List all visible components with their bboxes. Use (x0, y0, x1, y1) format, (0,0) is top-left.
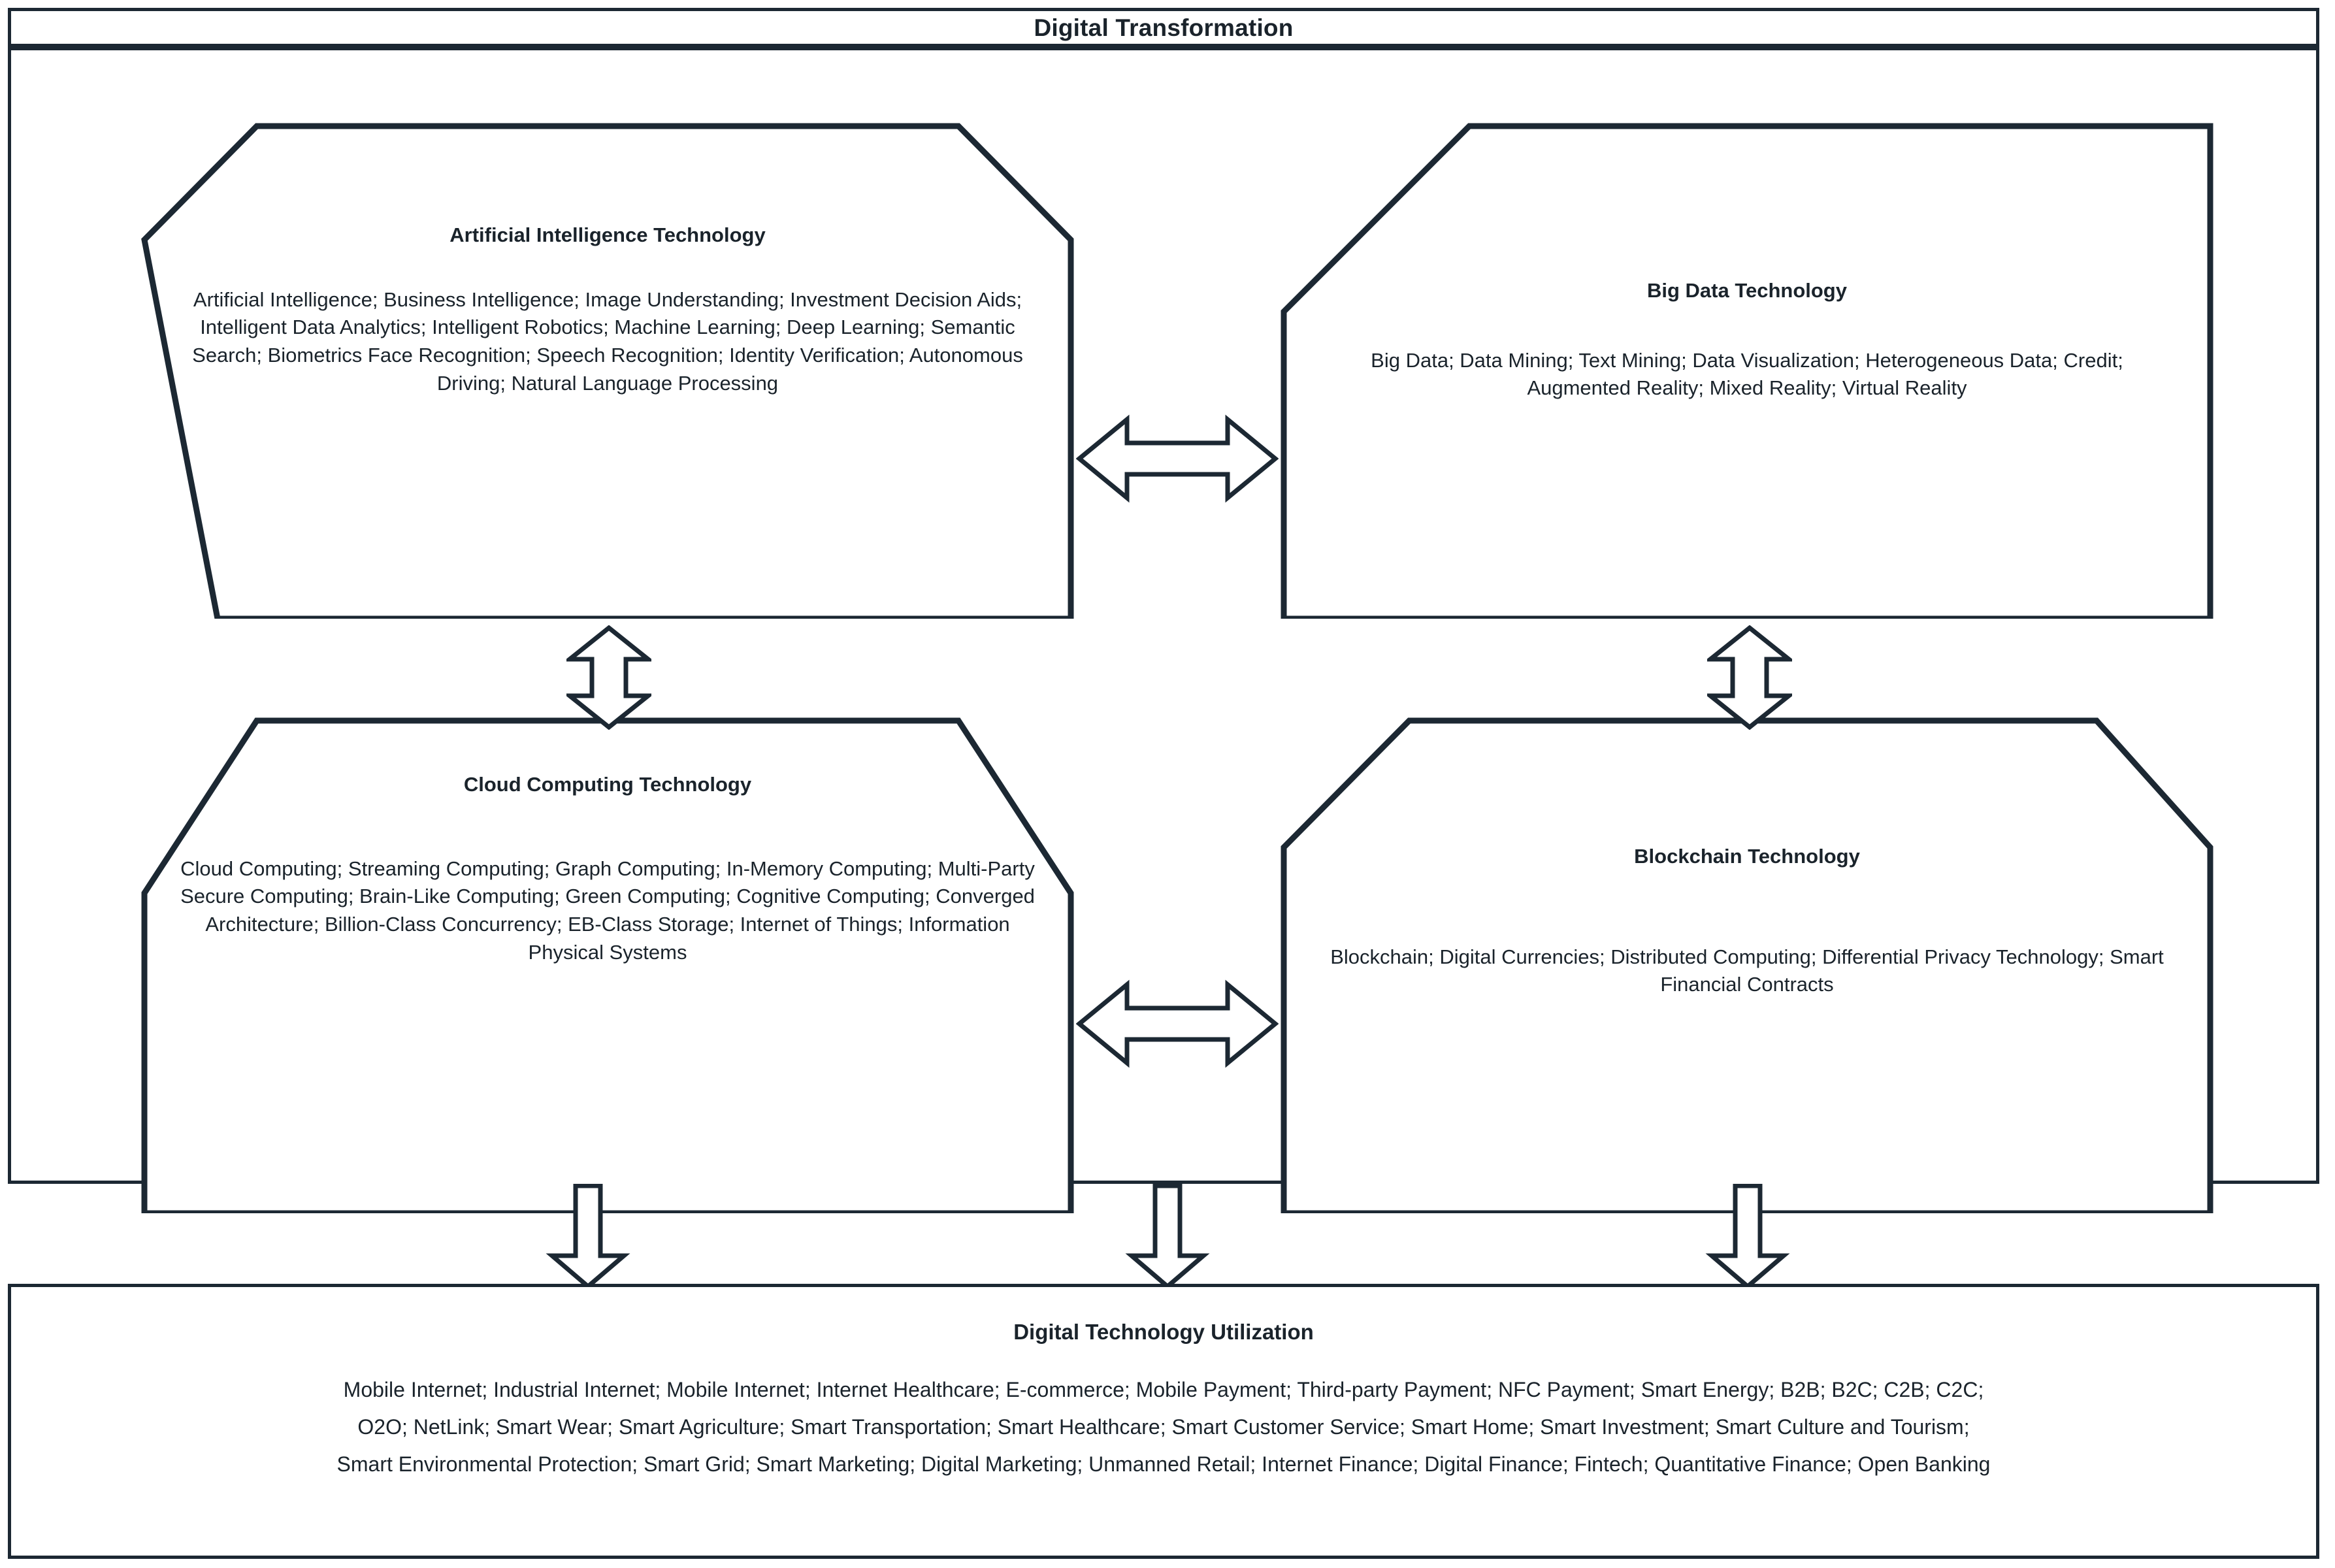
connector-down-right (1705, 1184, 1790, 1288)
arrow-down-icon (1125, 1184, 1210, 1288)
double-arrow-vertical-icon (1707, 625, 1792, 730)
diagram-title-bar: Digital Transformation (8, 8, 2319, 47)
bottom-line-2: O2O; NetLink; Smart Wear; Smart Agricult… (357, 1414, 1970, 1439)
connector-ai-cloud (566, 625, 651, 730)
node-big-data-technology[interactable]: Big Data Technology Big Data; Data Minin… (1280, 122, 2214, 619)
node-body-bigdata: Big Data; Data Mining; Text Mining; Data… (1371, 348, 2123, 400)
pentagon-shape-blockchain-icon (1281, 717, 2213, 1213)
connector-ai-bigdata (1076, 413, 1279, 504)
connector-down-left (546, 1184, 630, 1288)
pentagon-shape-bigdata-icon (1281, 123, 2213, 619)
connector-cloud-blockchain (1076, 978, 1279, 1070)
arrow-down-icon (546, 1184, 630, 1288)
node-title-ai: Artificial Intelligence Technology (449, 223, 766, 246)
node-cloud-computing-technology[interactable]: Cloud Computing Technology Cloud Computi… (140, 717, 1075, 1213)
double-arrow-horizontal-icon (1076, 979, 1279, 1068)
pentagon-shape-cloud-icon (141, 717, 1074, 1213)
technology-layer-frame: Artificial Intelligence Technology Artif… (8, 47, 2319, 1213)
connector-bigdata-blockchain (1707, 625, 1792, 730)
arrow-down-icon (1705, 1184, 1790, 1288)
node-title-bigdata: Big Data Technology (1646, 279, 1847, 302)
node-body-blockchain: Blockchain; Digital Currencies; Distribu… (1330, 945, 2164, 996)
bottom-box-body: Mobile Internet; Industrial Internet; Mo… (17, 1371, 2310, 1483)
digital-technology-utilization-box: Digital Technology Utilization Mobile In… (8, 1284, 2319, 1559)
bottom-box-title: Digital Technology Utilization (1013, 1320, 1314, 1344)
double-arrow-vertical-icon (566, 625, 651, 730)
node-title-blockchain: Blockchain Technology (1634, 845, 1860, 868)
connector-down-center (1125, 1184, 1210, 1288)
node-artificial-intelligence-technology[interactable]: Artificial Intelligence Technology Artif… (140, 122, 1075, 619)
node-body-cloud: Cloud Computing; Streaming Computing; Gr… (180, 857, 1035, 964)
bottom-line-1: Mobile Internet; Industrial Internet; Mo… (343, 1378, 1984, 1401)
node-blockchain-technology[interactable]: Blockchain Technology Blockchain; Digita… (1280, 717, 2214, 1213)
pentagon-shape-ai-icon (141, 123, 1074, 619)
bottom-line-3: Smart Environmental Protection; Smart Gr… (336, 1452, 1991, 1476)
double-arrow-horizontal-icon (1076, 414, 1279, 503)
node-title-cloud: Cloud Computing Technology (463, 773, 752, 796)
node-body-ai: Artificial Intelligence; Business Intell… (192, 287, 1023, 395)
page-title: Digital Transformation (1034, 14, 1294, 41)
